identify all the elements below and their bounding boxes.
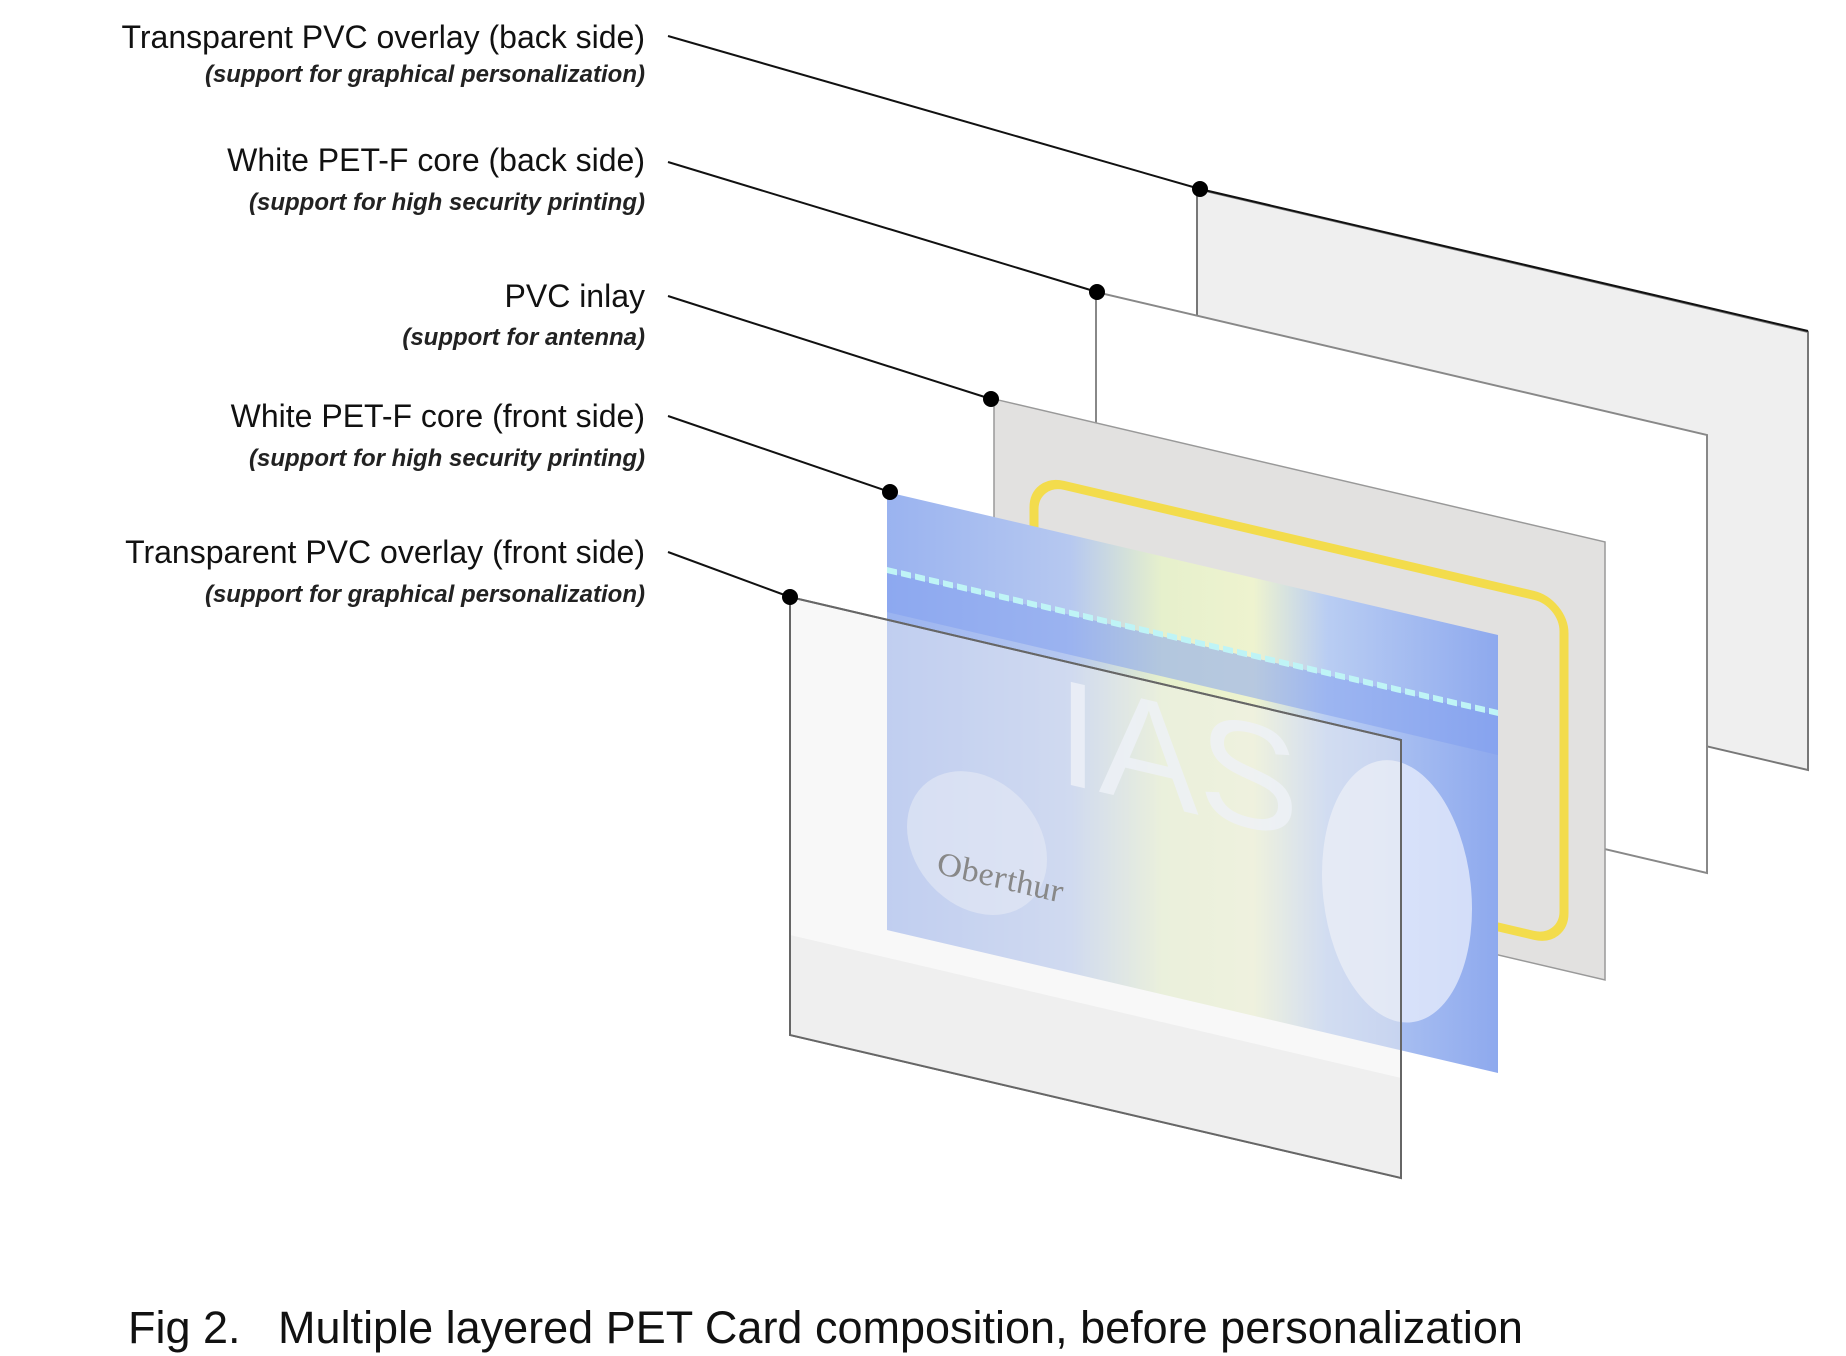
figure-caption: Fig 2. Multiple layered PET Card composi… bbox=[128, 1302, 1523, 1353]
layer-subtitle: (support for high security printing) bbox=[249, 189, 645, 216]
leader-dot bbox=[1089, 284, 1105, 300]
layer-title: White PET-F core (front side) bbox=[231, 398, 645, 434]
layer-subtitle: (support for graphical personalization) bbox=[205, 581, 645, 608]
front-overlay-panel bbox=[789, 595, 1402, 1180]
front-core-panel: IAS Oberthur bbox=[887, 492, 1498, 1073]
leader-dot bbox=[1192, 181, 1208, 197]
layer-title: Transparent PVC overlay (front side) bbox=[125, 534, 645, 570]
layer-subtitle: (support for antenna) bbox=[402, 324, 645, 351]
layer-title: Transparent PVC overlay (back side) bbox=[122, 19, 645, 55]
leader-dot bbox=[782, 589, 798, 605]
layer-title: White PET-F core (back side) bbox=[227, 142, 645, 178]
leader-lines bbox=[667, 35, 1809, 605]
leader-dot bbox=[983, 391, 999, 407]
layer-subtitle: (support for graphical personalization) bbox=[205, 61, 645, 88]
layer-title: PVC inlay bbox=[505, 278, 646, 314]
layer-subtitle: (support for high security printing) bbox=[249, 445, 645, 472]
leader-dot bbox=[882, 484, 898, 500]
